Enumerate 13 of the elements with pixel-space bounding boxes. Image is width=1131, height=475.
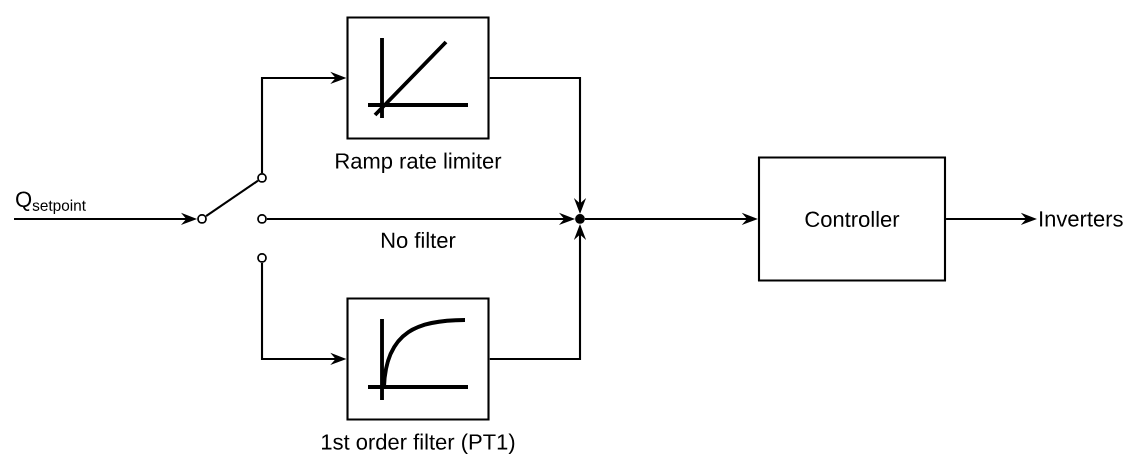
edge-label: No filter bbox=[378, 230, 458, 250]
output-label: Inverters bbox=[1040, 211, 1123, 227]
filter-block bbox=[346, 297, 490, 421]
input-label: Q$_{setpoint}$ bbox=[16, 191, 86, 214]
block-caption: Ramp rate limiter bbox=[336, 152, 502, 174]
switch-contact bbox=[257, 253, 267, 263]
switch-blade bbox=[205, 179, 259, 218]
switch-contact bbox=[257, 173, 267, 183]
controller-box: Controller bbox=[757, 156, 947, 282]
block-caption: 1st order filter (PT1) bbox=[322, 433, 515, 455]
switch-contact bbox=[257, 214, 267, 224]
switch-pivot bbox=[197, 214, 207, 224]
filter-block bbox=[346, 16, 490, 140]
